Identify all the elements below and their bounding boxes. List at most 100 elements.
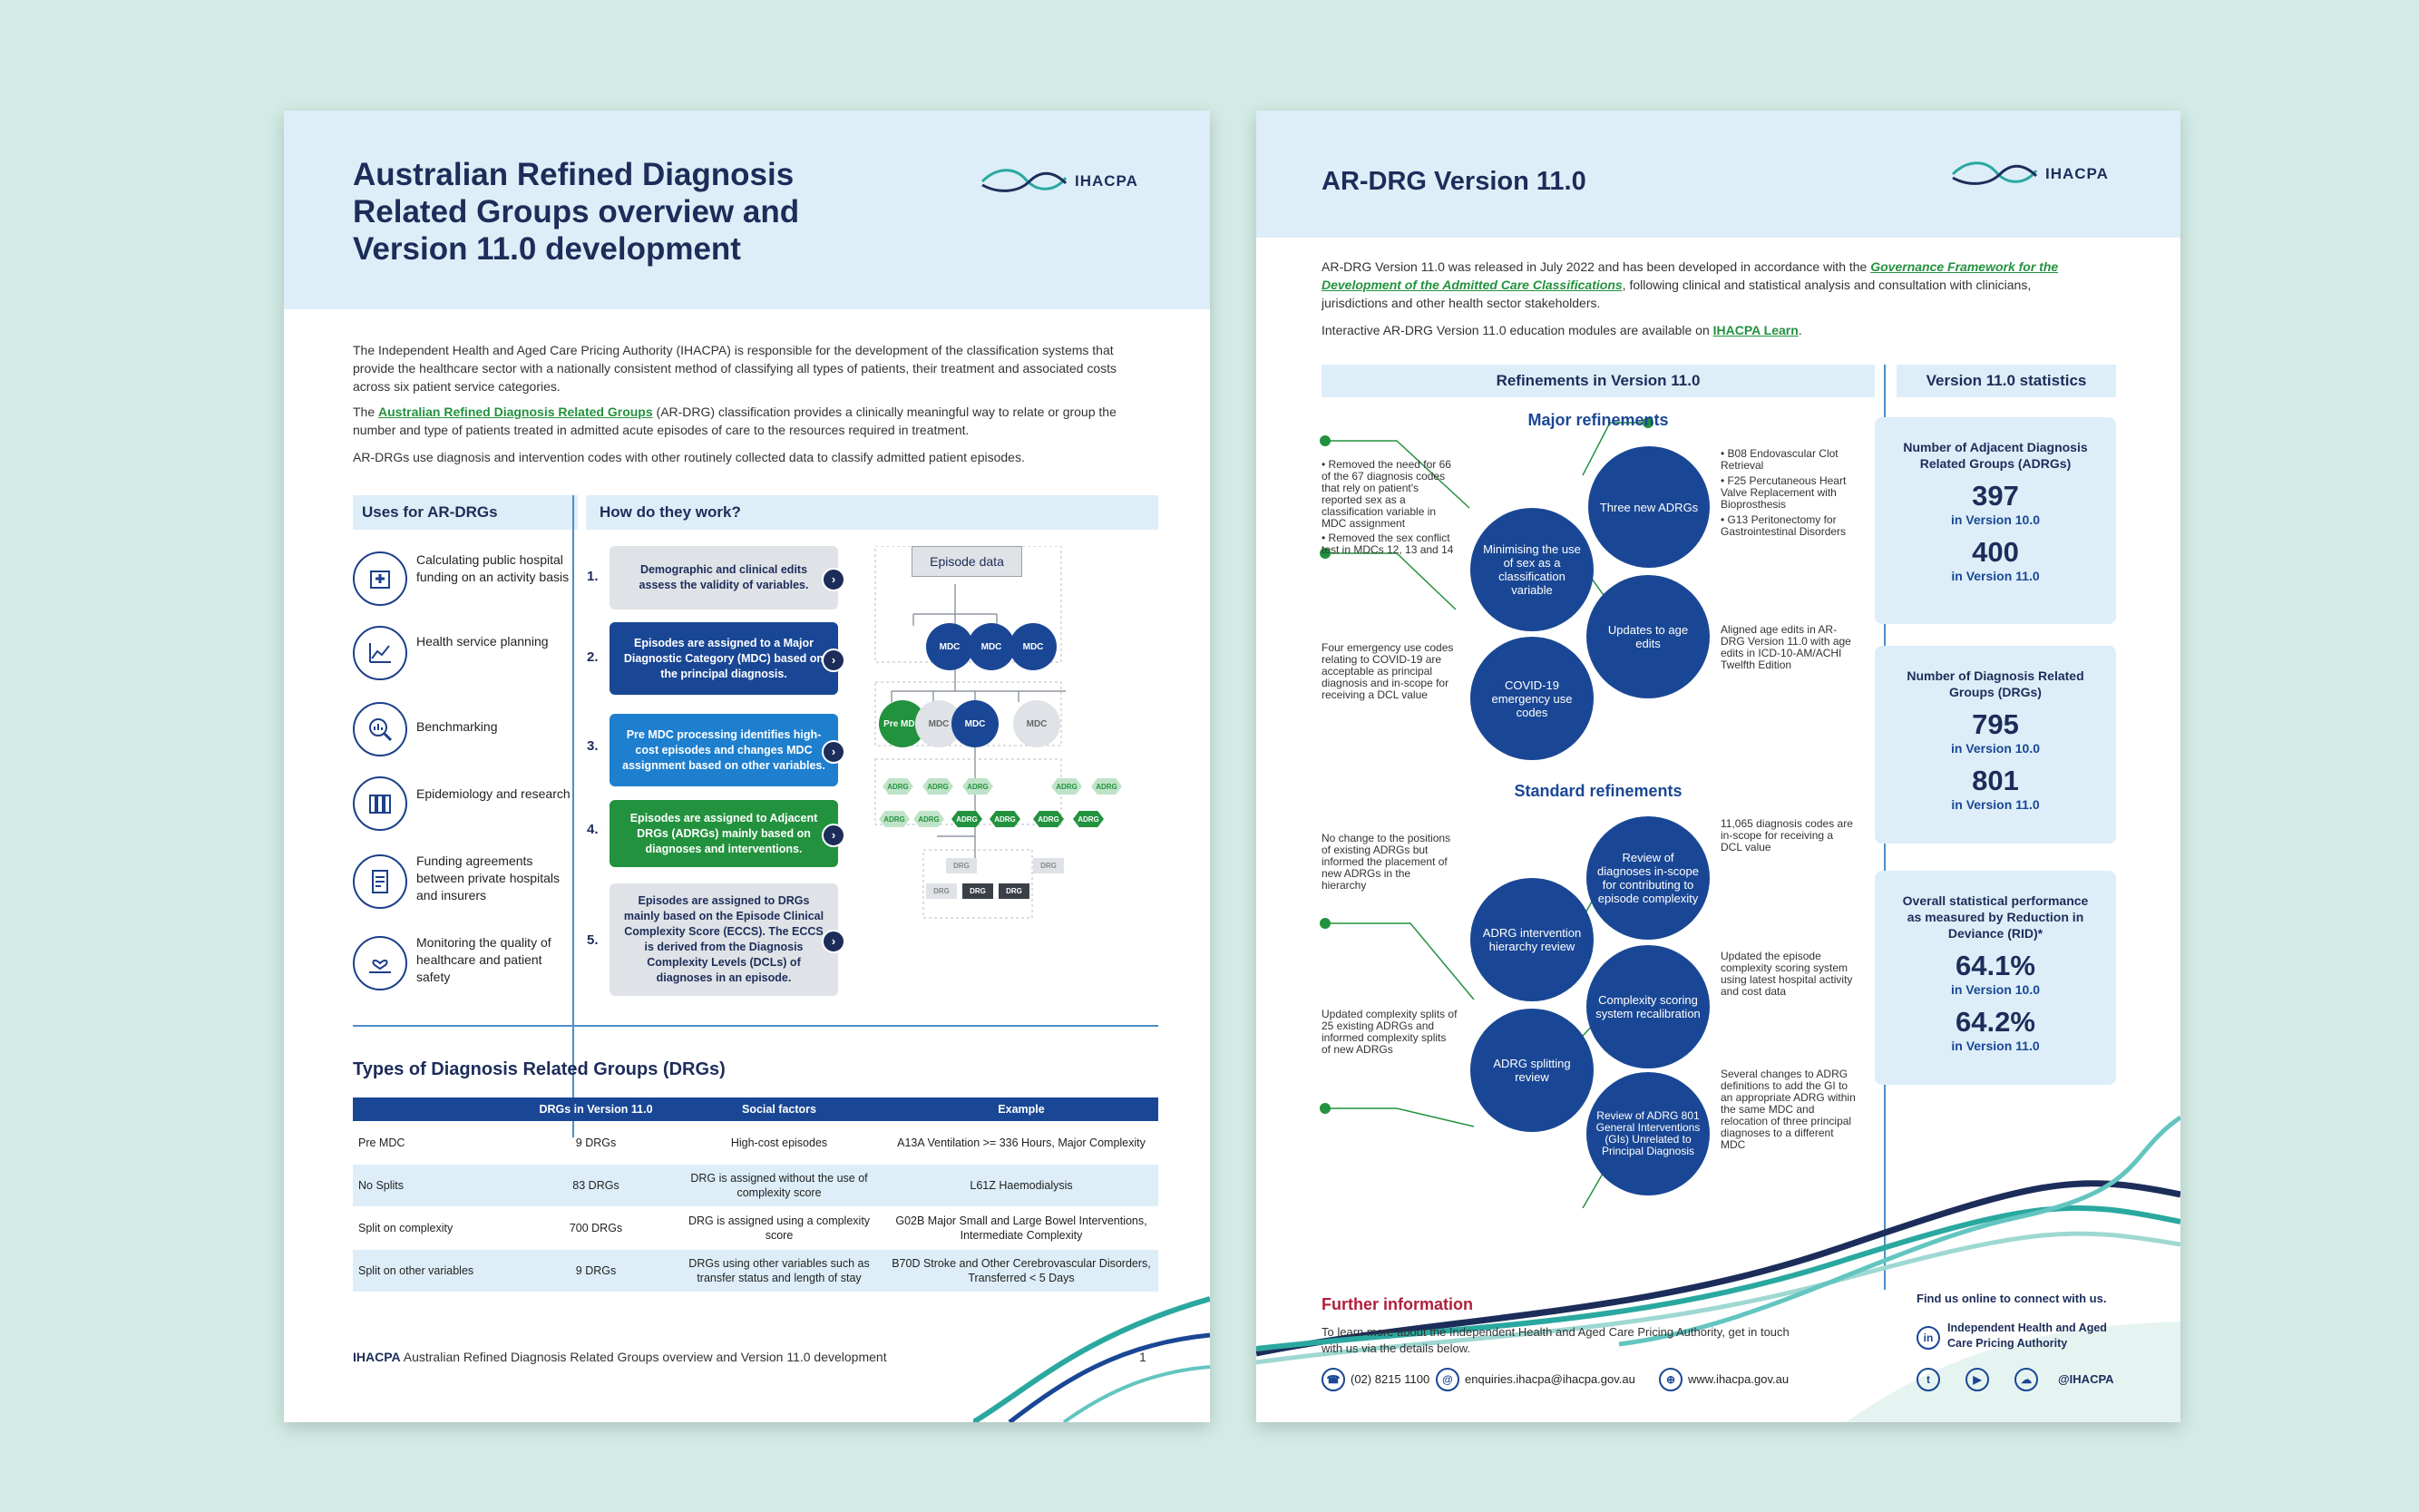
table-cell: DRGs using other variables such as trans… xyxy=(674,1250,884,1292)
stat-version: in Version 11.0 xyxy=(1951,797,2040,812)
arrow-right-icon: › xyxy=(822,740,845,764)
episode-data-box: Episode data xyxy=(912,546,1022,577)
use-label: Health service planning xyxy=(416,634,549,649)
adrg-count-card: Number of Adjacent Diagnosis Related Gro… xyxy=(1875,417,2116,624)
connector-dot xyxy=(1320,1103,1331,1114)
minimising-sex-bubble: Minimising the use of sex as a classific… xyxy=(1470,508,1594,631)
table-row: No Splits 83 DRGs DRG is assigned withou… xyxy=(353,1165,1158,1206)
ardrg-link[interactable]: Australian Refined Diagnosis Related Gro… xyxy=(378,405,653,419)
arrow-right-icon: › xyxy=(822,649,845,672)
step-text: Episodes are assigned to DRGs mainly bas… xyxy=(623,894,824,984)
adrg-diamond: ADRG xyxy=(962,778,993,795)
adrg-diamond: ADRG xyxy=(879,811,910,827)
stat-value-v11: 64.2% xyxy=(1956,1006,2035,1038)
step-text: Demographic and clinical edits assess th… xyxy=(639,563,809,591)
social-handle[interactable]: @IHACPA xyxy=(2058,1372,2114,1386)
governance-framework-link[interactable]: Governance Framework for the Development… xyxy=(1322,259,2059,292)
ihacpa-learn-link[interactable]: IHACPA Learn xyxy=(1712,323,1799,337)
sex-variable-notes: • Removed the need for 66 of the 67 diag… xyxy=(1322,458,1454,556)
note-text: B08 Endovascular Clot Retrieval xyxy=(1721,447,1839,472)
stat-value-v10: 397 xyxy=(1972,480,2019,512)
connector-dot xyxy=(1320,435,1331,446)
drg-box: DRG xyxy=(962,883,993,899)
connector-dot xyxy=(1320,548,1331,559)
table-cell: 9 DRGs xyxy=(575,1136,617,1149)
page2-intro: AR-DRG Version 11.0 was released in July… xyxy=(1322,259,2059,310)
splitting-review-bubble: ADRG splitting review xyxy=(1470,1009,1594,1132)
stat-version: in Version 10.0 xyxy=(1950,741,2041,756)
refinements-heading: Refinements in Version 11.0 xyxy=(1322,365,1875,397)
age-edits-note: Aligned age edits in AR-DRG Version 11.0… xyxy=(1721,623,1851,671)
use-label: Benchmarking xyxy=(416,719,498,734)
logo-text: IHACPA xyxy=(1075,172,1138,190)
step-box-1: Demographic and clinical edits assess th… xyxy=(610,546,845,610)
adrg-diamond: ADRG xyxy=(922,778,953,795)
step-text: Episodes are assigned to Adjacent DRGs (… xyxy=(629,811,818,855)
scoring-note: Updated the episode complexity scoring s… xyxy=(1721,950,1853,998)
step-number: 1. xyxy=(587,569,599,584)
stat-value-v10: 795 xyxy=(1972,708,2019,740)
further-information-text: To learn more about the Independent Heal… xyxy=(1322,1325,1790,1355)
covid-note: Four emergency use codes relating to COV… xyxy=(1322,641,1454,701)
page1-footer: IHACPA Australian Refined Diagnosis Rela… xyxy=(353,1350,887,1364)
how-heading: How do they work? xyxy=(586,495,1158,530)
use-label: Monitoring the quality of healthcare and… xyxy=(416,935,551,984)
table-header xyxy=(353,1097,518,1121)
mdc-node: MDC xyxy=(951,700,999,747)
mdc-node: MDC xyxy=(1010,623,1057,670)
table-cell: No Splits xyxy=(353,1165,518,1206)
step-box-3: Pre MDC processing identifies high-cost … xyxy=(610,714,845,786)
arrow-right-icon: › xyxy=(822,568,845,591)
stat-value-v11: 801 xyxy=(1972,765,2019,796)
magnifier-chart-icon xyxy=(353,702,407,756)
adrg-diamond: ADRG xyxy=(913,811,944,827)
page1-header xyxy=(284,111,1210,309)
table-cell: DRG is assigned using a complexity score xyxy=(688,1214,871,1242)
mdc-node: MDC xyxy=(968,623,1015,670)
hand-heart-icon xyxy=(353,936,407,990)
use-label: Calculating public hospital funding on a… xyxy=(416,552,570,584)
step-box-5: Episodes are assigned to DRGs mainly bas… xyxy=(610,883,845,996)
step-number: 3. xyxy=(587,738,599,754)
step-number: 4. xyxy=(587,822,599,837)
stat-version: in Version 10.0 xyxy=(1950,512,2041,527)
use-label: Funding agreements between private hospi… xyxy=(416,854,560,902)
hierarchy-review-bubble: ADRG intervention hierarchy review xyxy=(1470,878,1594,1001)
soundcloud-icon[interactable]: ☁ xyxy=(2014,1368,2038,1391)
phone-icon: ☎ xyxy=(1322,1368,1345,1391)
mdc-node: MDC xyxy=(1013,700,1060,747)
phone-number[interactable]: (02) 8215 1100 xyxy=(1351,1372,1430,1386)
table-cell: 700 DRGs xyxy=(569,1222,623,1234)
stat-label: Number of Adjacent Diagnosis Related Gro… xyxy=(1903,440,2088,471)
email-link[interactable]: enquiries.ihacpa@ihacpa.gov.au xyxy=(1465,1372,1635,1386)
drg-count-card: Number of Diagnosis Related Groups (DRGs… xyxy=(1875,646,2116,844)
adrg-diamond: ADRG xyxy=(883,778,913,795)
table-header-row: DRGs in Version 11.0 Social factors Exam… xyxy=(353,1097,1158,1121)
drg-box: DRG xyxy=(926,883,957,899)
youtube-icon[interactable]: ▶ xyxy=(1965,1368,1989,1391)
table-cell: High-cost episodes xyxy=(730,1136,828,1149)
note-text: Removed the need for 66 of the 67 diagno… xyxy=(1322,458,1451,530)
intro-paragraph-codes: AR-DRGs use diagnosis and intervention c… xyxy=(353,450,1025,464)
standard-refinements-heading: Standard refinements xyxy=(1514,782,1683,800)
wave-logo-icon xyxy=(980,169,1068,192)
globe-icon: ⊕ xyxy=(1659,1368,1683,1391)
stat-value-v11: 400 xyxy=(1972,536,2019,568)
table-row: Split on other variables 9 DRGs DRGs usi… xyxy=(353,1250,1158,1292)
stats-heading: Version 11.0 statistics xyxy=(1897,365,2116,397)
intro-paragraph: The Independent Health and Aged Care Pri… xyxy=(353,343,1117,394)
page-number: 1 xyxy=(1139,1350,1146,1364)
step-text: Episodes are assigned to a Major Diagnos… xyxy=(623,636,824,680)
table-row: Pre MDC 9 DRGs High-cost episodes A13A V… xyxy=(353,1121,1158,1165)
note-text: F25 Percutaneous Heart Valve Replacement… xyxy=(1721,474,1847,511)
further-information-heading: Further information xyxy=(1322,1295,1473,1313)
document-icon xyxy=(353,854,407,909)
splitting-note: Updated complexity splits of 25 existing… xyxy=(1322,1008,1458,1056)
ihacpa-logo: IHACPA xyxy=(1949,158,2109,190)
linkedin-name[interactable]: Independent Health and Aged Care Pricing… xyxy=(1947,1322,2107,1350)
twitter-icon[interactable]: t xyxy=(1917,1368,1940,1391)
books-icon xyxy=(353,776,407,831)
linkedin-icon[interactable]: in xyxy=(1917,1326,1940,1350)
website-link[interactable]: www.ihacpa.gov.au xyxy=(1688,1372,1790,1386)
covid-codes-bubble: COVID-19 emergency use codes xyxy=(1470,637,1594,760)
